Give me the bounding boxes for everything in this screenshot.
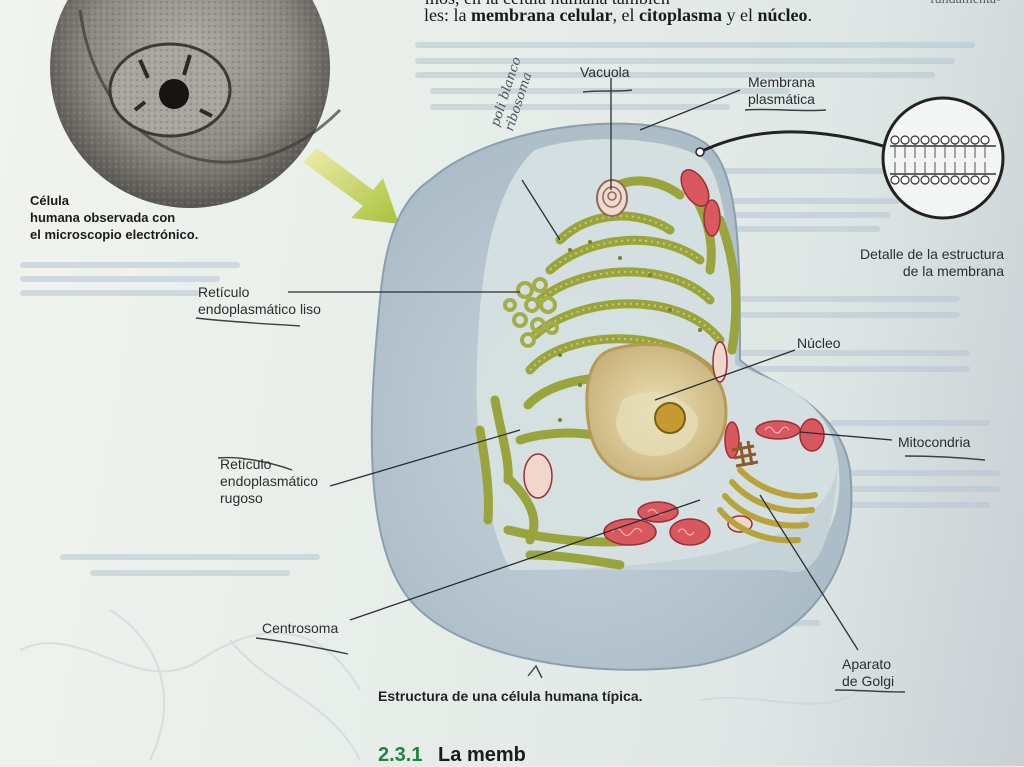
top-paragraph-line-2: les: la membrana celular, el citoplasma … bbox=[424, 5, 812, 26]
top-text-conjunction: y el bbox=[726, 5, 753, 25]
top-text-article: el bbox=[621, 5, 635, 25]
label-reticulo-rugoso: Retículo endoplasmático rugoso bbox=[220, 456, 318, 507]
label-line: Retículo bbox=[220, 456, 272, 472]
membrane-detail-circle bbox=[881, 96, 1005, 220]
label-line: de Golgi bbox=[842, 673, 895, 689]
label-detalle-membrana: Detalle de la estructura de la membrana bbox=[848, 246, 1004, 280]
pointer-arrow bbox=[303, 148, 399, 224]
label-line: rugoso bbox=[220, 490, 263, 506]
label-line: de la membrana bbox=[902, 263, 1004, 279]
cell-illustration bbox=[370, 122, 853, 671]
label-line: Membrana bbox=[748, 74, 815, 90]
top-text-prefix: les: la bbox=[424, 5, 467, 25]
section-number: 2.3.1 bbox=[378, 744, 423, 766]
label-line: endoplasmático bbox=[220, 473, 319, 489]
caption-line: humana observada con bbox=[30, 210, 176, 225]
vacuole bbox=[596, 179, 628, 217]
top-text-fragment: mos, en la célula humana también bbox=[425, 0, 670, 8]
label-line: Retículo bbox=[198, 284, 250, 300]
term-membrana-celular: membrana celular bbox=[471, 5, 613, 25]
label-nucleo: Núcleo bbox=[797, 335, 841, 351]
label-centrosoma: Centrosoma bbox=[262, 620, 339, 636]
label-aparato-golgi: Aparato de Golgi bbox=[842, 656, 894, 690]
section-heading: 2.3.1 La memb bbox=[378, 744, 526, 767]
golgi-apparatus bbox=[717, 467, 818, 544]
caption-line: el microscopio electrónico. bbox=[30, 227, 199, 242]
figure-caption: Estructura de una célula humana típica. bbox=[378, 688, 643, 704]
top-text-period: . bbox=[807, 5, 812, 25]
label-line: Aparato bbox=[842, 656, 892, 672]
top-text-comma: , bbox=[612, 5, 617, 25]
mitochondria-group bbox=[523, 169, 825, 546]
term-nucleo: núcleo bbox=[757, 5, 808, 25]
term-citoplasma: citoplasma bbox=[638, 5, 722, 25]
caption-line: Célula bbox=[30, 193, 70, 208]
top-paragraph-line-1: mos, en la célula humana también bbox=[425, 0, 670, 9]
micrograph-nucleolus bbox=[159, 79, 189, 109]
micrograph-caption: Célula humana observada con el microscop… bbox=[30, 192, 198, 243]
label-line: endoplasmático liso bbox=[198, 301, 321, 317]
top-text-right-fragment: fundamenta- bbox=[930, 0, 1001, 8]
electron-micrograph bbox=[50, 0, 342, 208]
ribosomes bbox=[558, 240, 702, 422]
label-mitocondria: Mitocondria bbox=[898, 434, 971, 450]
smooth-er bbox=[503, 277, 559, 348]
membrane-detail-inset bbox=[695, 96, 1005, 220]
section-title: La memb bbox=[438, 744, 526, 766]
label-line: plasmática bbox=[748, 91, 815, 107]
label-line: Detalle de la estructura bbox=[860, 246, 1004, 262]
label-vacuola: Vacuola bbox=[580, 64, 630, 80]
centrosome bbox=[731, 440, 759, 468]
label-reticulo-liso: Retículo endoplasmático liso bbox=[198, 284, 321, 318]
nucleolus bbox=[654, 402, 686, 434]
label-membrana-plasmatica: Membrana plasmática bbox=[748, 74, 815, 108]
